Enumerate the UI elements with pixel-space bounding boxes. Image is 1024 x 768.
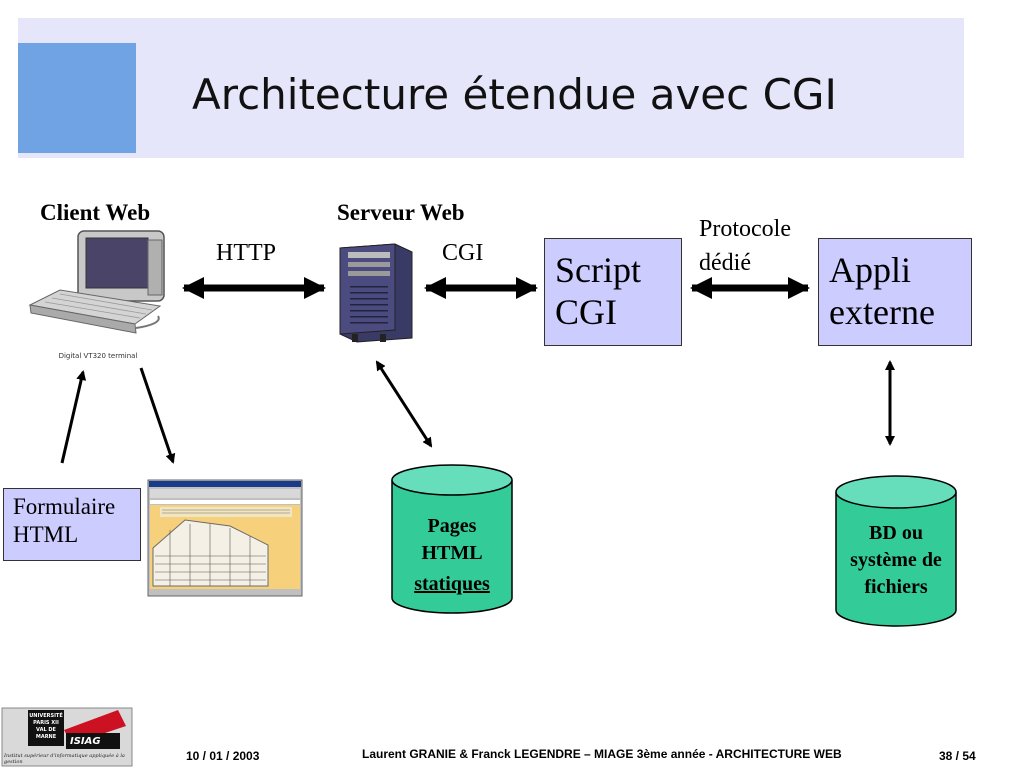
client-to-page-arrow <box>139 367 176 464</box>
cgi-label: CGI <box>442 240 484 266</box>
bd-text: BD ou système de fichiers <box>836 520 956 601</box>
http-label: HTTP <box>216 240 276 266</box>
pages-html-cylinder <box>391 464 513 614</box>
server-pages-arrow <box>375 360 433 448</box>
browser-screenshot-image <box>147 479 303 597</box>
dedie-label: dédié <box>699 250 751 276</box>
footer-date: 10 / 01 / 2003 <box>186 749 260 763</box>
client-computer-icon <box>28 230 165 334</box>
logo-institute-text: Institut supérieur d'informatique appliq… <box>4 753 125 765</box>
pages-html-text: Pages HTML statiques <box>392 513 512 598</box>
script-cgi-line2: CGI <box>555 292 617 332</box>
terminal-caption: Digital VT320 terminal <box>59 352 138 360</box>
formulaire-html-box: Formulaire HTML <box>3 488 141 561</box>
footer-authors: Laurent GRANIE & Franck LEGENDRE – MIAGE… <box>362 747 842 761</box>
appli-externe-line1: Appli <box>829 250 912 290</box>
logo-university-text: UNIVERSITÉ PARIS XII VAL DE MARNE <box>29 713 63 740</box>
protocole-label: Protocole <box>699 216 791 242</box>
bd-line1: BD ou <box>869 522 923 544</box>
bd-cylinder <box>835 475 957 627</box>
footer-page-number: 38 / 54 <box>939 749 976 763</box>
logo-isiag-text: ISIAG <box>70 736 101 747</box>
pages-line2: HTML <box>421 542 483 564</box>
formulaire-line1: Formulaire <box>13 494 116 519</box>
script-cgi-box: Script CGI <box>544 238 682 346</box>
bd-line3: fichiers <box>864 576 928 598</box>
title-accent-square <box>18 43 136 153</box>
appli-externe-line2: externe <box>829 292 935 332</box>
form-to-client-arrow <box>60 370 87 464</box>
pages-line1: Pages <box>427 515 477 537</box>
serveur-web-label: Serveur Web <box>337 200 465 225</box>
appli-externe-box: Appli externe <box>818 238 972 346</box>
bd-line2: système de <box>850 549 942 571</box>
isiag-logo <box>1 707 133 767</box>
pages-line3: statiques <box>414 573 490 595</box>
title-band <box>18 18 964 158</box>
script-cgi-line1: Script <box>555 250 641 290</box>
server-icon <box>339 243 413 343</box>
formulaire-line2: HTML <box>13 522 79 547</box>
client-web-label: Client Web <box>40 200 151 225</box>
slide-title: Architecture étendue avec CGI <box>192 70 837 119</box>
